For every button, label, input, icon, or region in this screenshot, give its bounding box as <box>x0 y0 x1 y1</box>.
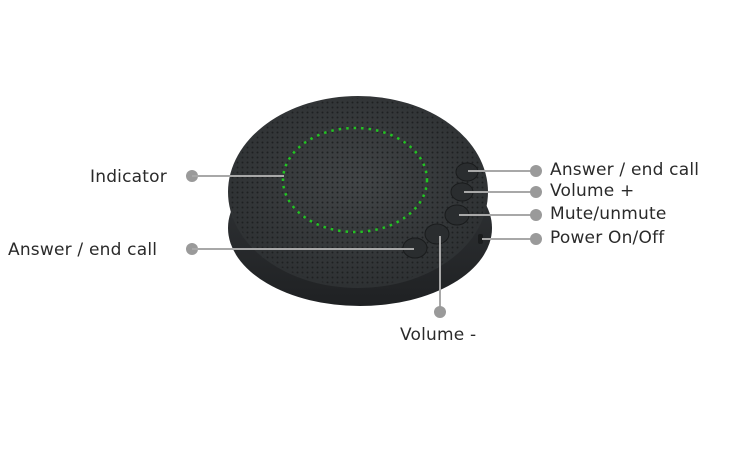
answer-button-right <box>455 162 479 182</box>
connector-line <box>482 238 532 240</box>
connector-dot-icon <box>434 306 446 318</box>
connector-dot-icon <box>530 165 542 177</box>
label-volume-down: Volume - <box>400 325 477 345</box>
label-power: Power On/Off <box>550 228 665 248</box>
connector-line <box>439 236 441 308</box>
label-indicator: Indicator <box>90 167 167 187</box>
connector-line <box>192 175 284 177</box>
connector-line <box>459 214 532 216</box>
connector-dot-icon <box>530 186 542 198</box>
label-answer-end-call-left: Answer / end call <box>8 240 158 260</box>
label-volume-up: Volume + <box>550 181 635 201</box>
label-mute-unmute: Mute/unmute <box>550 204 667 224</box>
connector-dot-icon <box>530 209 542 221</box>
connector-line <box>464 191 532 193</box>
label-answer-end-call-right: Answer / end call <box>550 160 700 180</box>
volume-down-button <box>424 223 450 245</box>
connector-line <box>468 170 532 172</box>
power-switch <box>478 234 483 244</box>
connector-line <box>192 248 414 250</box>
indicator-ring <box>281 126 429 234</box>
connector-dot-icon <box>530 233 542 245</box>
